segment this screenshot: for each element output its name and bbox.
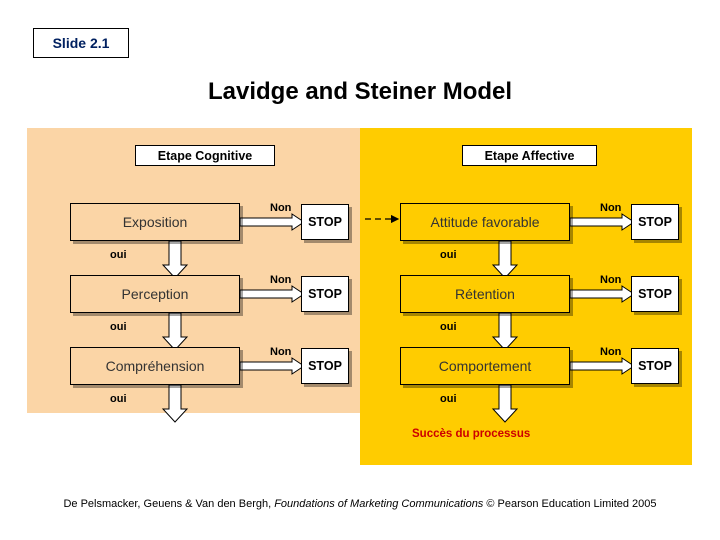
process-box-exposition: Exposition — [70, 203, 240, 241]
edge-label-no-affective-1: Non — [600, 202, 622, 214]
stop-box-affective-1: STOP — [631, 204, 679, 240]
stage-label-affective: Etape Affective — [462, 145, 597, 166]
process-box-attitude: Attitude favorable — [400, 203, 570, 241]
footer-credit: De Pelsmacker, Geuens & Van den Bergh, F… — [0, 498, 720, 510]
stop-box-cognitive-1-label: STOP — [308, 215, 342, 229]
footer-authors: De Pelsmacker, Geuens & Van den Bergh, — [63, 498, 275, 510]
stage-label-cognitive: Etape Cognitive — [135, 145, 275, 166]
process-box-exposition-label: Exposition — [122, 214, 188, 230]
edge-label-no-cognitive-1: Non — [270, 202, 292, 214]
footer-copyright: © Pearson Education Limited 2005 — [483, 498, 657, 510]
edge-label-no-affective-2: Non — [600, 274, 622, 286]
process-box-retention: Rétention — [400, 275, 570, 313]
process-box-comportement: Comportement — [400, 347, 570, 385]
stop-box-affective-2-label: STOP — [638, 287, 672, 301]
stop-box-cognitive-3: STOP — [301, 348, 349, 384]
process-box-comprehension-label: Compréhension — [105, 358, 205, 374]
outcome-label: Succès du processus — [412, 428, 531, 440]
stop-box-affective-2: STOP — [631, 276, 679, 312]
page-title: Lavidge and Steiner Model — [207, 78, 513, 105]
edge-label-yes-cognitive-3: oui — [110, 393, 127, 405]
process-box-perception-label: Perception — [121, 286, 189, 302]
edge-label-yes-affective-2: oui — [440, 321, 457, 333]
process-box-perception: Perception — [70, 275, 240, 313]
process-box-comprehension: Compréhension — [70, 347, 240, 385]
stage-label-cognitive-text: Etape Cognitive — [157, 148, 253, 163]
stop-box-affective-3-label: STOP — [638, 359, 672, 373]
stop-box-cognitive-2-label: STOP — [308, 287, 342, 301]
stop-box-affective-1-label: STOP — [638, 215, 672, 229]
stop-box-affective-3: STOP — [631, 348, 679, 384]
edge-label-yes-cognitive-2: oui — [110, 321, 127, 333]
edge-label-yes-cognitive-1: oui — [110, 249, 127, 261]
stop-box-cognitive-3-label: STOP — [308, 359, 342, 373]
footer-book-title: Foundations of Marketing Communications — [274, 498, 484, 510]
stop-box-cognitive-1: STOP — [301, 204, 349, 240]
stop-box-cognitive-2: STOP — [301, 276, 349, 312]
stage-label-affective-text: Etape Affective — [484, 148, 575, 163]
edge-label-yes-affective-1: oui — [440, 249, 457, 261]
edge-label-yes-affective-3: oui — [440, 393, 457, 405]
slide-number-badge: Slide 2.1 — [33, 28, 129, 58]
edge-label-no-affective-3: Non — [600, 346, 622, 358]
slide-number-label: Slide 2.1 — [52, 35, 110, 51]
process-box-attitude-label: Attitude favorable — [430, 214, 540, 230]
process-box-comportement-label: Comportement — [438, 358, 532, 374]
edge-label-no-cognitive-3: Non — [270, 346, 292, 358]
edge-label-no-cognitive-2: Non — [270, 274, 292, 286]
process-box-retention-label: Rétention — [455, 286, 515, 302]
flowchart-diagram: Etape Cognitive Etape Affective Expositi… — [27, 128, 692, 465]
